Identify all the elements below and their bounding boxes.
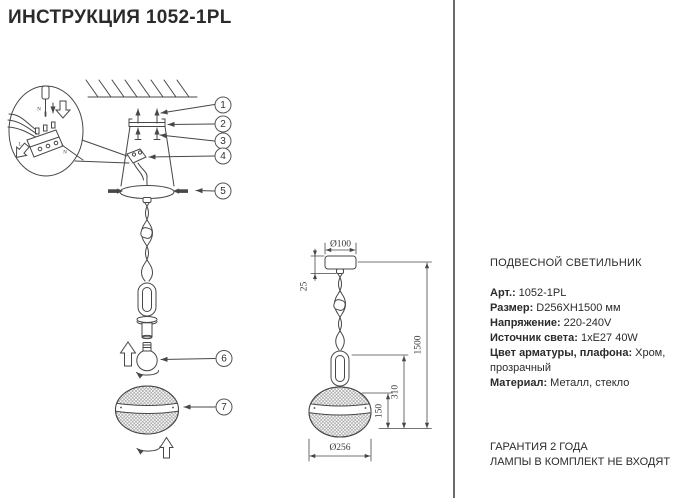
spec-row-size: Размер:D256XH1500 мм [490,302,621,314]
screw-rotate-arrow-icon [136,370,159,379]
callout-5-number: 5 [220,186,226,197]
warranty-text: ГАРАНТИЯ 2 ГОДА [490,441,588,453]
suspension-cord [140,202,153,282]
dim-canopy-diameter [324,242,357,255]
insert-up-arrow-icon [119,341,137,367]
pull-arrow-icon [15,142,30,158]
callout-3-number: 3 [220,136,226,147]
canopy-front-view [324,255,357,270]
shade-up-arrow-icon [159,436,174,459]
callout-leaders [148,104,216,410]
light-bulb [136,342,158,372]
spec-row-material: Материал:Металл, стекло [490,377,630,389]
callout-7-number: 7 [221,402,227,413]
dim-label-canopy-diameter: Ø100 [330,240,351,250]
chain-link [137,282,157,317]
ceiling-screws [134,108,161,140]
lamp-socket [136,316,158,340]
wiring-detail-circle [7,85,84,177]
ceiling-hatch [85,79,198,98]
callout-2-number: 2 [220,119,226,130]
callout-2 [214,115,232,133]
spec-row-light-source: Источник света:1xE27 40W [490,332,638,344]
callout-5 [214,182,232,200]
spec-list: Арт.:1052-1PL Размер:D256XH1500 мм Напря… [490,286,686,391]
dim-shade-diameter [308,438,372,462]
warranty-block: ГАРАНТИЯ 2 ГОДА ЛАМПЫ В КОМПЛЕКТ НЕ ВХОД… [490,440,670,470]
wire-label-n: N [37,108,41,113]
callout-1 [214,96,232,114]
lamps-note: ЛАМПЫ В КОМПЛЕКТ НЕ ВХОДЯТ [490,456,671,468]
dim-label-canopy-height: 25 [300,282,310,292]
callout-6-number: 6 [221,354,227,365]
wire-label-n2: N [63,151,67,156]
press-down-arrow-icon [54,100,72,119]
dim-right-stack [351,261,432,429]
dimension-drawing [308,242,432,462]
callout-4 [214,147,232,165]
dim-label-shade-diameter: Ø256 [329,443,350,453]
canopy-screws [108,188,188,194]
spec-row-color: Цвет арматуры, плафона:Хром, прозрачный [490,347,666,374]
cord-front-view [333,273,346,351]
dim-label-shade-height: 150 [375,404,385,419]
link-front-view [330,350,350,387]
callout-4-number: 4 [220,151,226,162]
terminal-block [126,148,148,188]
spec-row-art: Арт.:1052-1PL [490,287,567,299]
glass-shade [115,385,179,435]
canopy [119,185,175,203]
callout-6 [215,350,233,367]
wire-label-l: L [18,143,21,148]
callout-1-number: 1 [220,100,226,111]
callout-7 [215,398,233,416]
shade-rotate-arrow-icon [136,446,161,455]
spec-row-voltage: Напряжение:220-240V [490,317,612,329]
dim-label-total-height: 1500 [414,335,424,354]
product-type: ПОДВЕСНОЙ СВЕТИЛЬНИК [490,257,642,269]
shade-front-view [308,386,372,438]
mounting-bracket [128,118,166,127]
screwdriver-icon [41,85,50,117]
page-title: ИНСТРУКЦИЯ 1052-1PL [8,7,232,28]
dim-canopy-height [310,248,337,281]
dim-label-suspension-height: 310 [391,385,401,400]
